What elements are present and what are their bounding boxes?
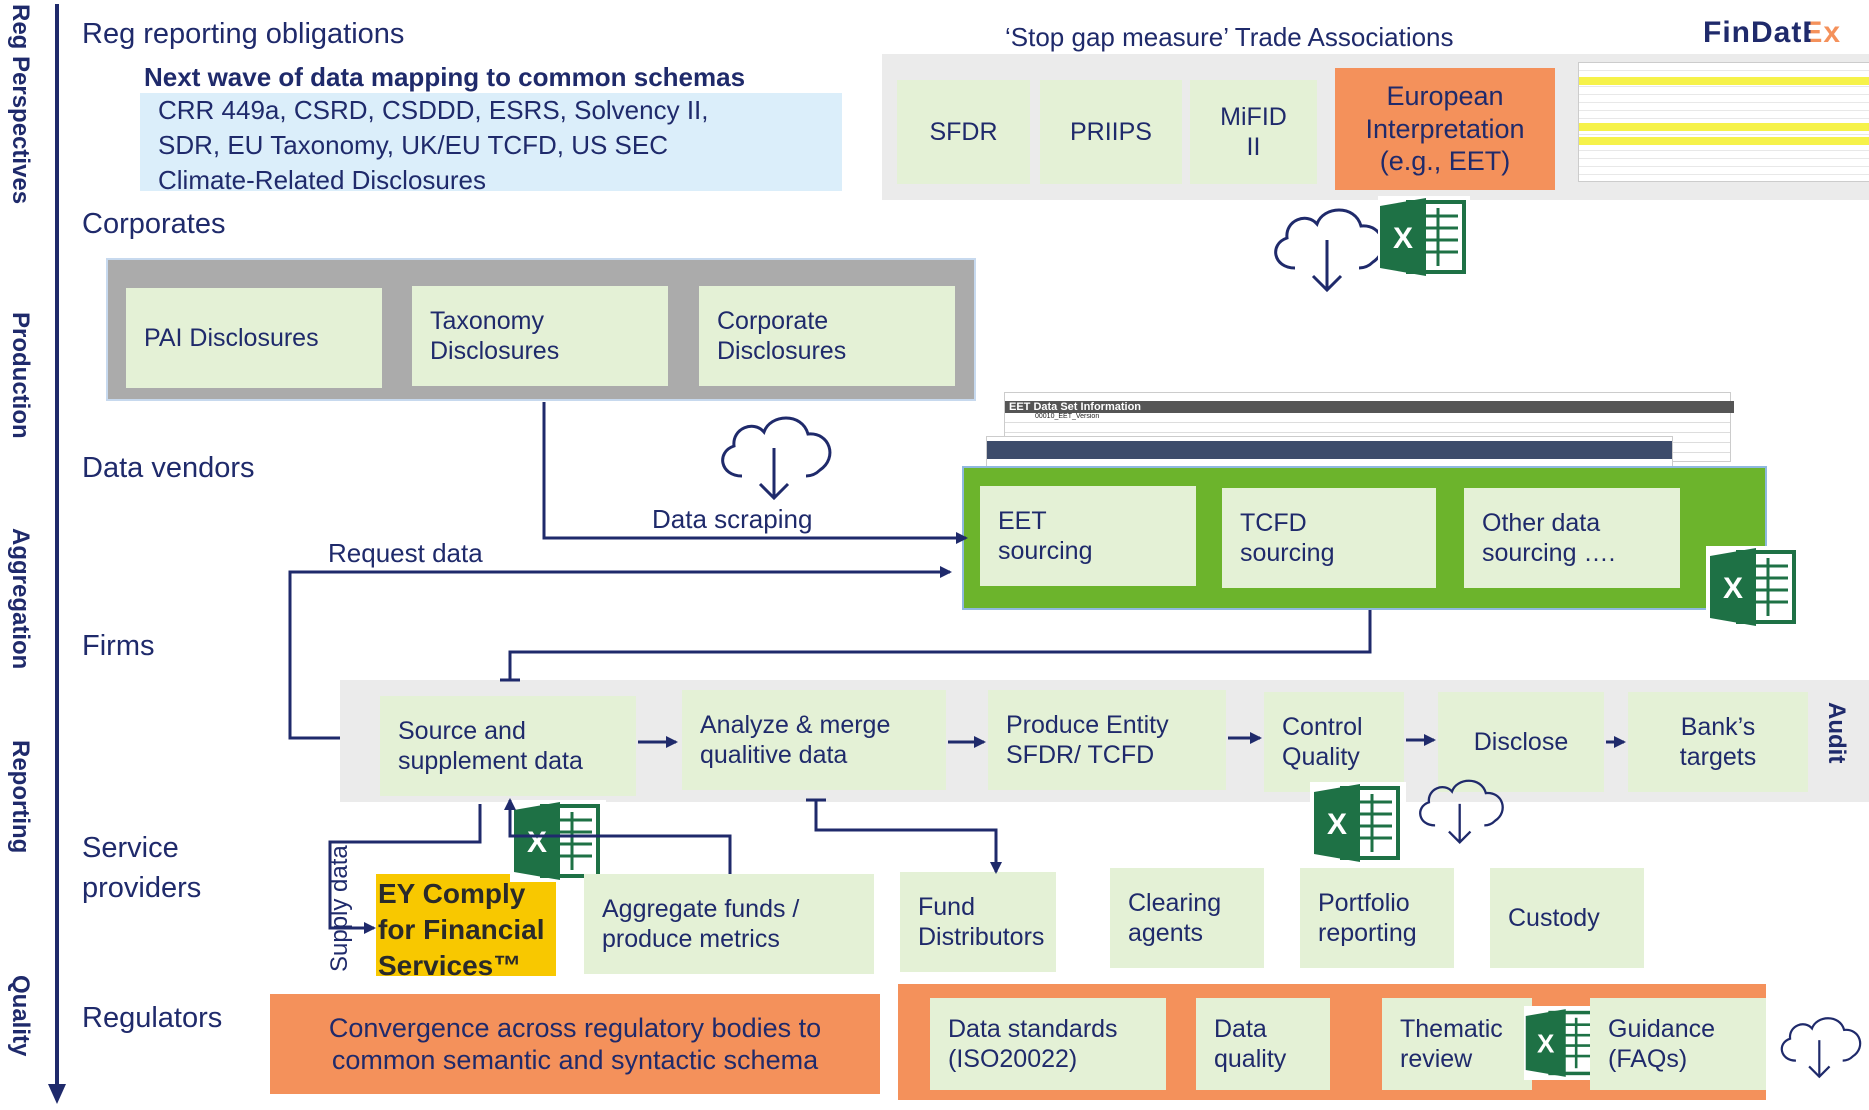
taxonomy-disclosures-box: Taxonomy Disclosures [412, 286, 668, 386]
next-wave-title: Next wave of data mapping to common sche… [144, 62, 746, 92]
next-wave-body: CRR 449a, CSRD, CSDDD, ESRS, Solvency II… [140, 93, 842, 195]
axis-label-reporting: Reporting [7, 740, 34, 854]
disclose-box: Disclose [1438, 692, 1604, 792]
eet-spreadsheet-header: EET Data Set Information [1005, 401, 1734, 413]
excel-icon: X [1378, 196, 1470, 278]
data-vendors-label: Data vendors [82, 452, 255, 484]
cloud-download-icon [1780, 1017, 1862, 1079]
trade-associations-title: ‘Stop gap measure’ Trade Associations [1005, 22, 1454, 52]
data-standards-box: Data standards (ISO20022) [930, 998, 1166, 1090]
firms-label: Firms [82, 630, 155, 662]
priips-box: PRIIPS [1040, 80, 1182, 184]
regulators-label: Regulators [82, 1002, 223, 1034]
aggregate-funds-box: Aggregate funds / produce metrics [584, 874, 874, 974]
thematic-review-box: Thematic review [1382, 998, 1532, 1090]
fund-distributors-box: Fund Distributors [900, 872, 1056, 972]
service-providers-label: Service providers [82, 832, 202, 904]
other-sourcing-box: Other data sourcing …. [1464, 488, 1680, 588]
corporate-disclosures-box: Corporate Disclosures [699, 286, 955, 386]
corporates-label: Corporates [82, 208, 226, 240]
cloud-download-icon [1419, 779, 1504, 844]
mifid-box: MiFID II [1190, 80, 1317, 184]
data-quality-box: Data quality [1196, 998, 1330, 1090]
cloud-download-icon [1274, 208, 1385, 293]
excel-icon: X [1310, 782, 1406, 864]
findatex-logo: FinDatEx [1703, 16, 1841, 50]
axis-label-quality: Quality [7, 975, 34, 1057]
control-quality-box: Control Quality [1264, 692, 1404, 792]
guidance-faqs-box: Guidance (FAQs) [1590, 998, 1766, 1090]
axis-label-aggregation: Aggregation [7, 528, 34, 670]
custody-box: Custody [1490, 868, 1644, 968]
svg-text:X: X [1723, 572, 1743, 605]
portfolio-reporting-box: Portfolio reporting [1300, 868, 1454, 968]
analyze-merge-box: Analyze & merge qualitive data [682, 690, 946, 790]
excel-icon: X [1706, 546, 1802, 628]
audit-label: Audit [1823, 702, 1850, 764]
produce-entity-box: Produce Entity SFDR/ TCFD [988, 690, 1226, 790]
banks-targets-box: Bank’s targets [1628, 692, 1808, 792]
supply-data-label: Supply data [326, 845, 353, 972]
reg-obligations-title: Reg reporting obligations [82, 18, 405, 50]
pai-disclosures-box: PAI Disclosures [126, 288, 382, 388]
svg-text:X: X [1327, 808, 1347, 841]
eet-spreadsheet-row: 00010_EET_Version [1035, 413, 1100, 420]
eet-spreadsheet-front [986, 436, 1673, 470]
svg-text:X: X [527, 826, 547, 859]
clearing-agents-box: Clearing agents [1110, 868, 1264, 968]
convergence-box: Convergence across regulatory bodies to … [270, 994, 880, 1094]
data-scraping-label: Data scraping [652, 504, 813, 534]
eet-template-thumbnail [1578, 62, 1869, 182]
european-interpretation-box: European Interpretation (e.g., EET) [1335, 68, 1555, 190]
cloud-download-icon [721, 416, 832, 501]
axis-label-reg-perspectives: Reg Perspectives [7, 4, 34, 205]
request-data-label: Request data [328, 538, 483, 568]
source-supplement-box: Source and supplement data [380, 696, 636, 796]
findatex-logo-text: FinDatEx [1703, 16, 1842, 49]
ey-comply-box: EY Comply for Financial Services™ [376, 874, 556, 981]
axis-label-production: Production [7, 312, 34, 439]
svg-text:X: X [1393, 222, 1413, 255]
sfdr-box: SFDR [897, 80, 1030, 184]
tcfd-sourcing-box: TCFD sourcing [1222, 488, 1436, 588]
excel-icon: X [510, 800, 606, 882]
eet-sourcing-box: EET sourcing [980, 486, 1196, 586]
svg-text:X: X [1537, 1029, 1555, 1059]
left-axis-arrow-icon [48, 1084, 66, 1104]
